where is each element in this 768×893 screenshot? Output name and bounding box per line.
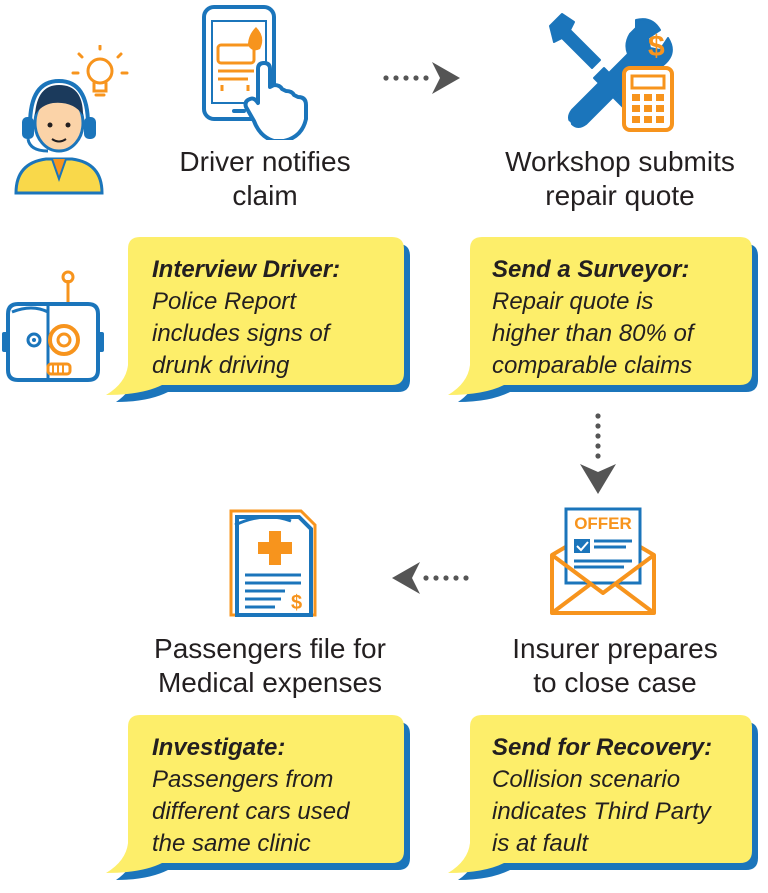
bubble-investigate-text: Investigate: Passengers from different c… [152,732,402,860]
bubble-title: Send for Recovery: [492,734,713,761]
step-label-line: Passengers file for [154,633,386,664]
speech-bubble-interview [106,237,410,402]
offer-envelope-icon: OFFER [550,507,656,615]
smartphone-claim-icon [202,5,308,140]
bubble-line: drunk driving [152,352,290,379]
repair-quote-icon: $ [549,13,674,132]
step-label-line: to close case [533,667,697,698]
bubble-line: indicates Third Party [492,798,711,825]
step-label-line: Workshop submits [505,146,735,177]
speech-bubble-recovery [448,715,758,880]
arrow-down-right [580,413,616,494]
medical-bill-icon: $ [229,509,317,617]
step-label-driver: Driver notifies claim [145,145,385,213]
step-label-line: Medical expenses [157,667,383,698]
bubble-line: Passengers from [152,766,334,793]
step-label-line: repair quote [545,180,695,211]
bubble-line: higher than 80% of [492,320,694,347]
step-label-line: Insurer prepares [512,633,718,664]
arrow-right-top [383,62,460,94]
step-label-workshop: Workshop submits repair quote [480,145,760,213]
step-label-insurer: Insurer prepares to close case [485,632,745,700]
bubble-title: Send a Surveyor: [492,256,690,283]
speech-bubble-surveyor [448,237,758,402]
step-label-line: claim [232,180,298,211]
bubble-title: Investigate: [152,734,286,761]
bubble-line: the same clinic [152,830,311,857]
bubble-surveyor-text: Send a Surveyor: Repair quote is higher … [492,254,754,382]
bubble-line: different cars used [152,798,350,825]
bubble-title: Interview Driver: [152,256,341,283]
robot-ai-icon [2,270,104,382]
step-label-line: Driver notifies [179,146,351,177]
offer-text: OFFER [574,514,632,533]
bubble-line: Collision scenario [492,766,681,793]
dollar-sign-icon: $ [291,592,302,614]
arrow-left-bottom [392,562,469,594]
bubble-line: Police Report [152,288,297,315]
lightbulb-icon [71,45,129,97]
bubble-interview-text: Interview Driver: Police Report includes… [152,254,402,382]
speech-bubble-investigate [106,715,410,880]
bubble-line: includes signs of [152,320,330,347]
bubble-line: is at fault [492,830,589,857]
dollar-sign-icon: $ [648,30,665,63]
call-agent-icon [14,45,129,195]
bubble-line: Repair quote is [492,288,654,315]
bubble-line: comparable claims [492,352,693,379]
bubble-recovery-text: Send for Recovery: Collision scenario in… [492,732,754,860]
step-label-passengers: Passengers file for Medical expenses [135,632,405,700]
